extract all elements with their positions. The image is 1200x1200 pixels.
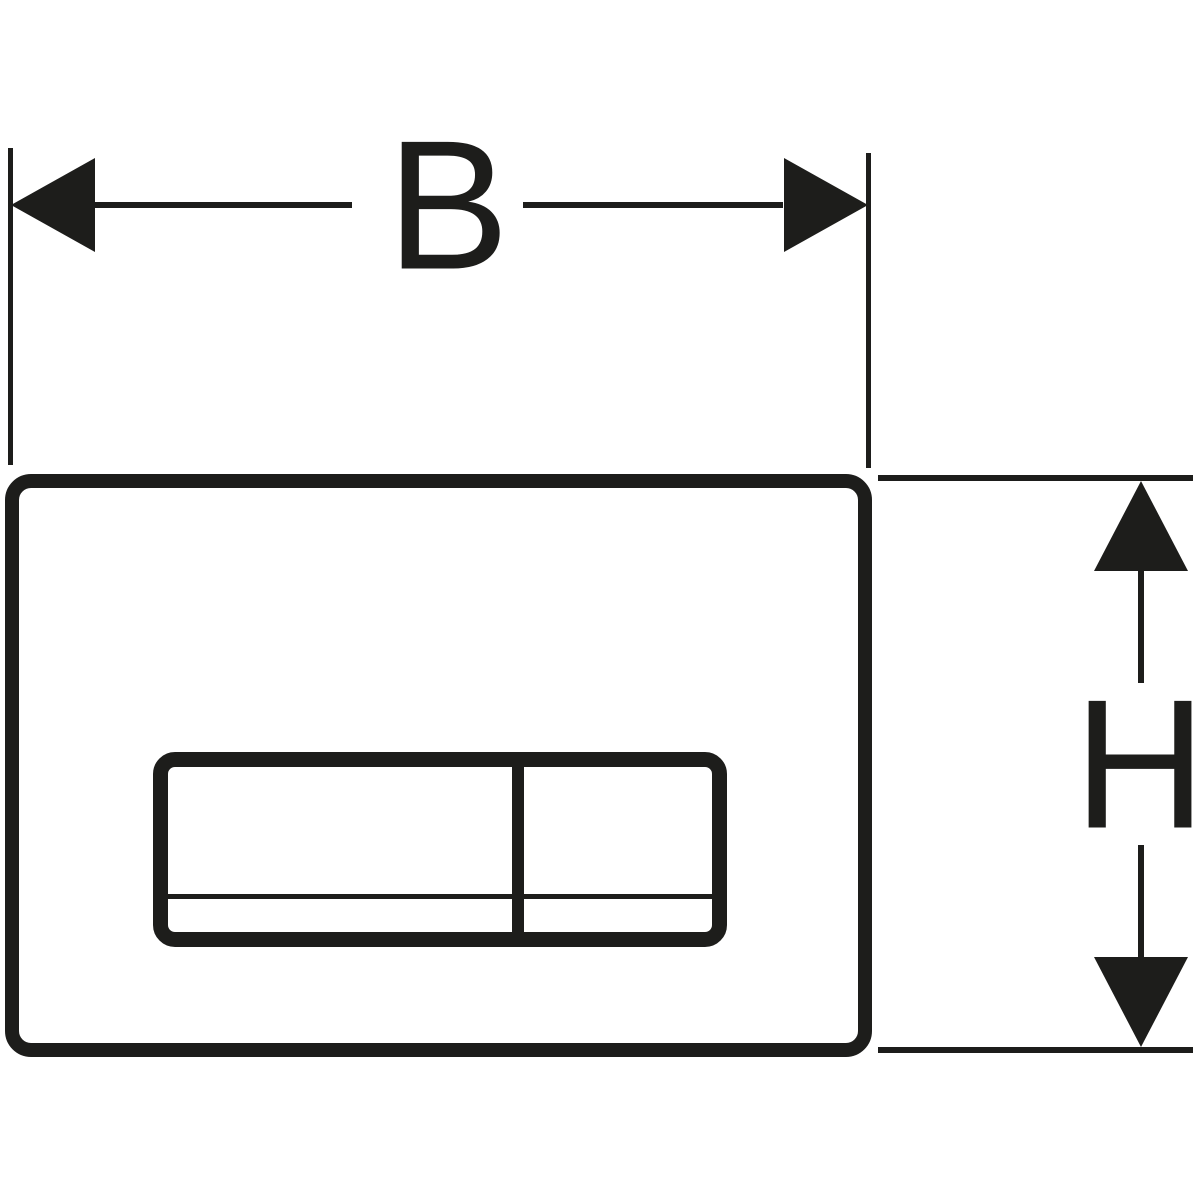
- height-dimension-line-upper-segment: [1138, 569, 1144, 683]
- right-button-trim-line: [524, 894, 712, 899]
- height-dimension-label: H: [1073, 660, 1200, 867]
- width-dimension-label: B: [386, 101, 510, 308]
- width-extension-line-left: [8, 148, 13, 465]
- height-dimension-line-lower-segment: [1138, 845, 1144, 957]
- button-panel: [153, 752, 727, 947]
- button-divider: [512, 766, 524, 932]
- arrow-right-icon: [784, 158, 868, 252]
- width-dimension-line-right-segment: [523, 202, 783, 208]
- arrow-down-icon: [1094, 957, 1188, 1047]
- left-button-trim-line: [168, 894, 512, 899]
- width-dimension-line-left-segment: [95, 202, 352, 208]
- width-extension-line-right: [866, 153, 871, 468]
- arrow-left-icon: [11, 158, 95, 252]
- height-extension-line-bottom: [878, 1047, 1193, 1053]
- height-extension-line-top: [878, 475, 1193, 481]
- arrow-up-icon: [1094, 481, 1188, 571]
